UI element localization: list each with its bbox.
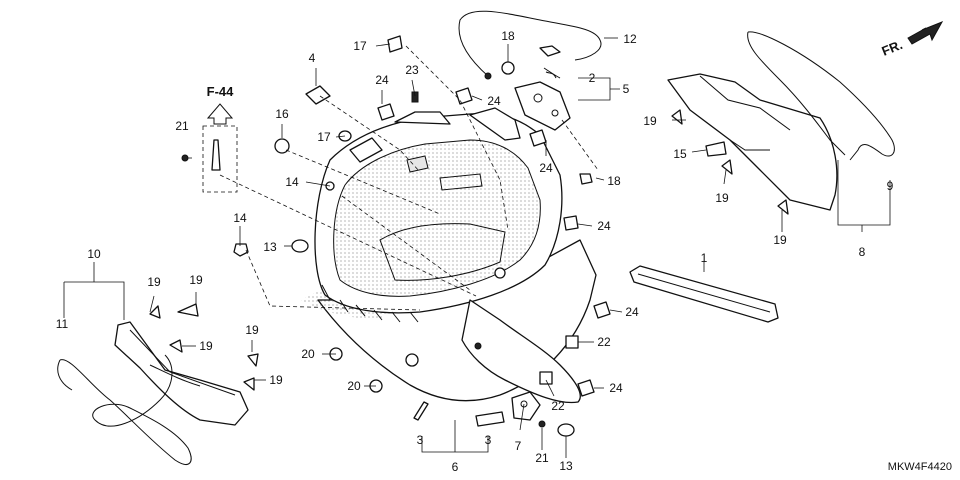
svg-text:FR.: FR. (880, 37, 905, 59)
callout-8: 8 (859, 245, 866, 259)
callout-20: 20 (301, 347, 315, 361)
luggage-box (300, 107, 597, 404)
callout-15: 15 (673, 147, 687, 161)
leader-lines (63, 37, 891, 458)
callout-14: 14 (233, 211, 247, 225)
callout-7: 7 (515, 439, 522, 453)
callout-3: 3 (485, 433, 492, 447)
callout-24: 24 (597, 219, 611, 233)
callout-3: 3 (417, 433, 424, 447)
callout-1: 1 (701, 251, 708, 265)
callout-22: 22 (551, 399, 565, 413)
side-cover-right (667, 73, 838, 211)
callout-11: 11 (56, 317, 69, 331)
callout-24: 24 (625, 305, 639, 319)
callout-24: 24 (375, 73, 389, 87)
callout-18: 18 (607, 174, 621, 188)
callout-labels: 1 2 3 3 5 6 7 8 9 10 11 12 13 13 14 14 1… (56, 29, 894, 474)
callout-2: 2 (589, 71, 596, 85)
callout-6: 6 (452, 460, 459, 474)
gasket-right (747, 31, 895, 161)
reference-badge: F-44 (202, 84, 238, 193)
gasket-left (57, 354, 192, 465)
seal-strip (629, 265, 779, 323)
callout-4: 4 (309, 51, 316, 65)
diagram-code: MKW4F4420 (888, 461, 952, 473)
callout-18: 18 (501, 29, 515, 43)
callout-23: 23 (405, 63, 419, 77)
callout-19: 19 (199, 339, 213, 353)
callout-20: 20 (347, 379, 361, 393)
callout-19: 19 (269, 373, 283, 387)
callout-19: 19 (715, 191, 729, 205)
bracket (511, 391, 541, 421)
hardware (149, 35, 789, 437)
callout-24: 24 (609, 381, 623, 395)
front-direction-indicator: FR. (880, 21, 944, 59)
callout-16: 16 (275, 107, 289, 121)
callout-19: 19 (773, 233, 787, 247)
small-pad (305, 85, 331, 105)
callout-24: 24 (539, 161, 553, 175)
callout-14: 14 (285, 175, 299, 189)
callout-9: 9 (887, 179, 894, 193)
callout-21: 21 (535, 451, 549, 465)
callout-22: 22 (597, 335, 611, 349)
callout-19: 19 (189, 273, 203, 287)
latch-assembly (514, 67, 571, 131)
release-cable (458, 10, 602, 80)
svg-text:F-44: F-44 (207, 84, 235, 99)
callout-13: 13 (263, 240, 277, 254)
callout-17: 17 (353, 39, 367, 53)
callout-19: 19 (245, 323, 259, 337)
callout-24: 24 (487, 94, 501, 108)
callout-17: 17 (317, 130, 331, 144)
callout-12: 12 (623, 32, 637, 46)
callout-5: 5 (623, 82, 630, 96)
callout-19: 19 (643, 114, 657, 128)
callout-10: 10 (87, 247, 101, 261)
side-cover-left (114, 321, 249, 426)
pads (413, 401, 505, 427)
callout-13: 13 (559, 459, 573, 473)
callout-21: 21 (175, 119, 189, 133)
callout-19: 19 (147, 275, 161, 289)
